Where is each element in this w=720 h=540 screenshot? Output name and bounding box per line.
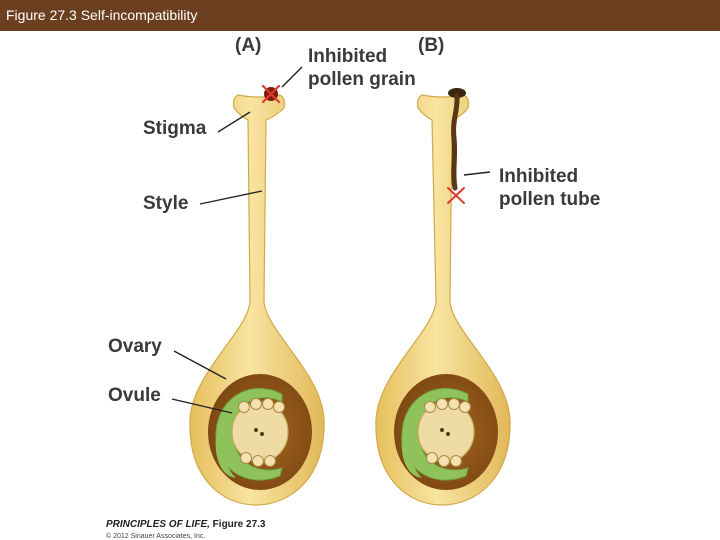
self-incompatibility-diagram: (A) (B) Inhibited pollen grain Inhibited… bbox=[108, 35, 600, 506]
ovule-cells-bottom-b bbox=[426, 452, 462, 467]
ovule-cells-bottom-a bbox=[240, 452, 276, 467]
central-nucleus-a2 bbox=[260, 432, 264, 436]
ovary-label: Ovary bbox=[108, 336, 162, 357]
x-mark-icon bbox=[447, 187, 465, 204]
style-label: Style bbox=[143, 193, 188, 214]
central-nucleus-b bbox=[440, 428, 444, 432]
central-nucleus-a bbox=[254, 428, 258, 432]
credit-book-title: PRINCIPLES OF LIFE, bbox=[106, 519, 210, 530]
panel-b-label: (B) bbox=[418, 35, 444, 56]
ovule-cells-top-b bbox=[424, 398, 471, 413]
leader-lines bbox=[171, 66, 491, 414]
figure-title: Figure 27.3 Self-incompatibility bbox=[6, 7, 198, 23]
stigma-label: Stigma bbox=[143, 118, 207, 139]
title-bar: Figure 27.3 Self-incompatibility bbox=[0, 0, 720, 31]
central-nucleus-b2 bbox=[446, 432, 450, 436]
ovule-cells-top-a bbox=[238, 398, 285, 413]
pistil-a bbox=[189, 84, 325, 506]
ovule-label: Ovule bbox=[108, 385, 161, 406]
funiculus-b bbox=[401, 436, 422, 478]
inhibited-pollen-grain-label-1: Inhibited bbox=[308, 46, 387, 67]
credit-copyright: © 2012 Sinauer Associates, Inc. bbox=[106, 533, 206, 540]
inhibited-pollen-grain-label-2: pollen grain bbox=[308, 69, 416, 90]
pistil-b bbox=[375, 88, 511, 506]
funiculus-a bbox=[215, 436, 236, 478]
inhibited-pollen-tube-label-1: Inhibited bbox=[499, 166, 578, 187]
x-mark-icon bbox=[261, 84, 281, 104]
credit-figure-number: Figure 27.3 bbox=[209, 519, 266, 530]
figure-credit: PRINCIPLES OF LIFE, Figure 27.3 © 2012 S… bbox=[106, 514, 265, 540]
panel-a-label: (A) bbox=[235, 35, 261, 56]
pollen-grain-b bbox=[448, 88, 466, 98]
inhibited-pollen-tube-label-2: pollen tube bbox=[499, 189, 600, 210]
pollen-tube bbox=[451, 93, 460, 191]
